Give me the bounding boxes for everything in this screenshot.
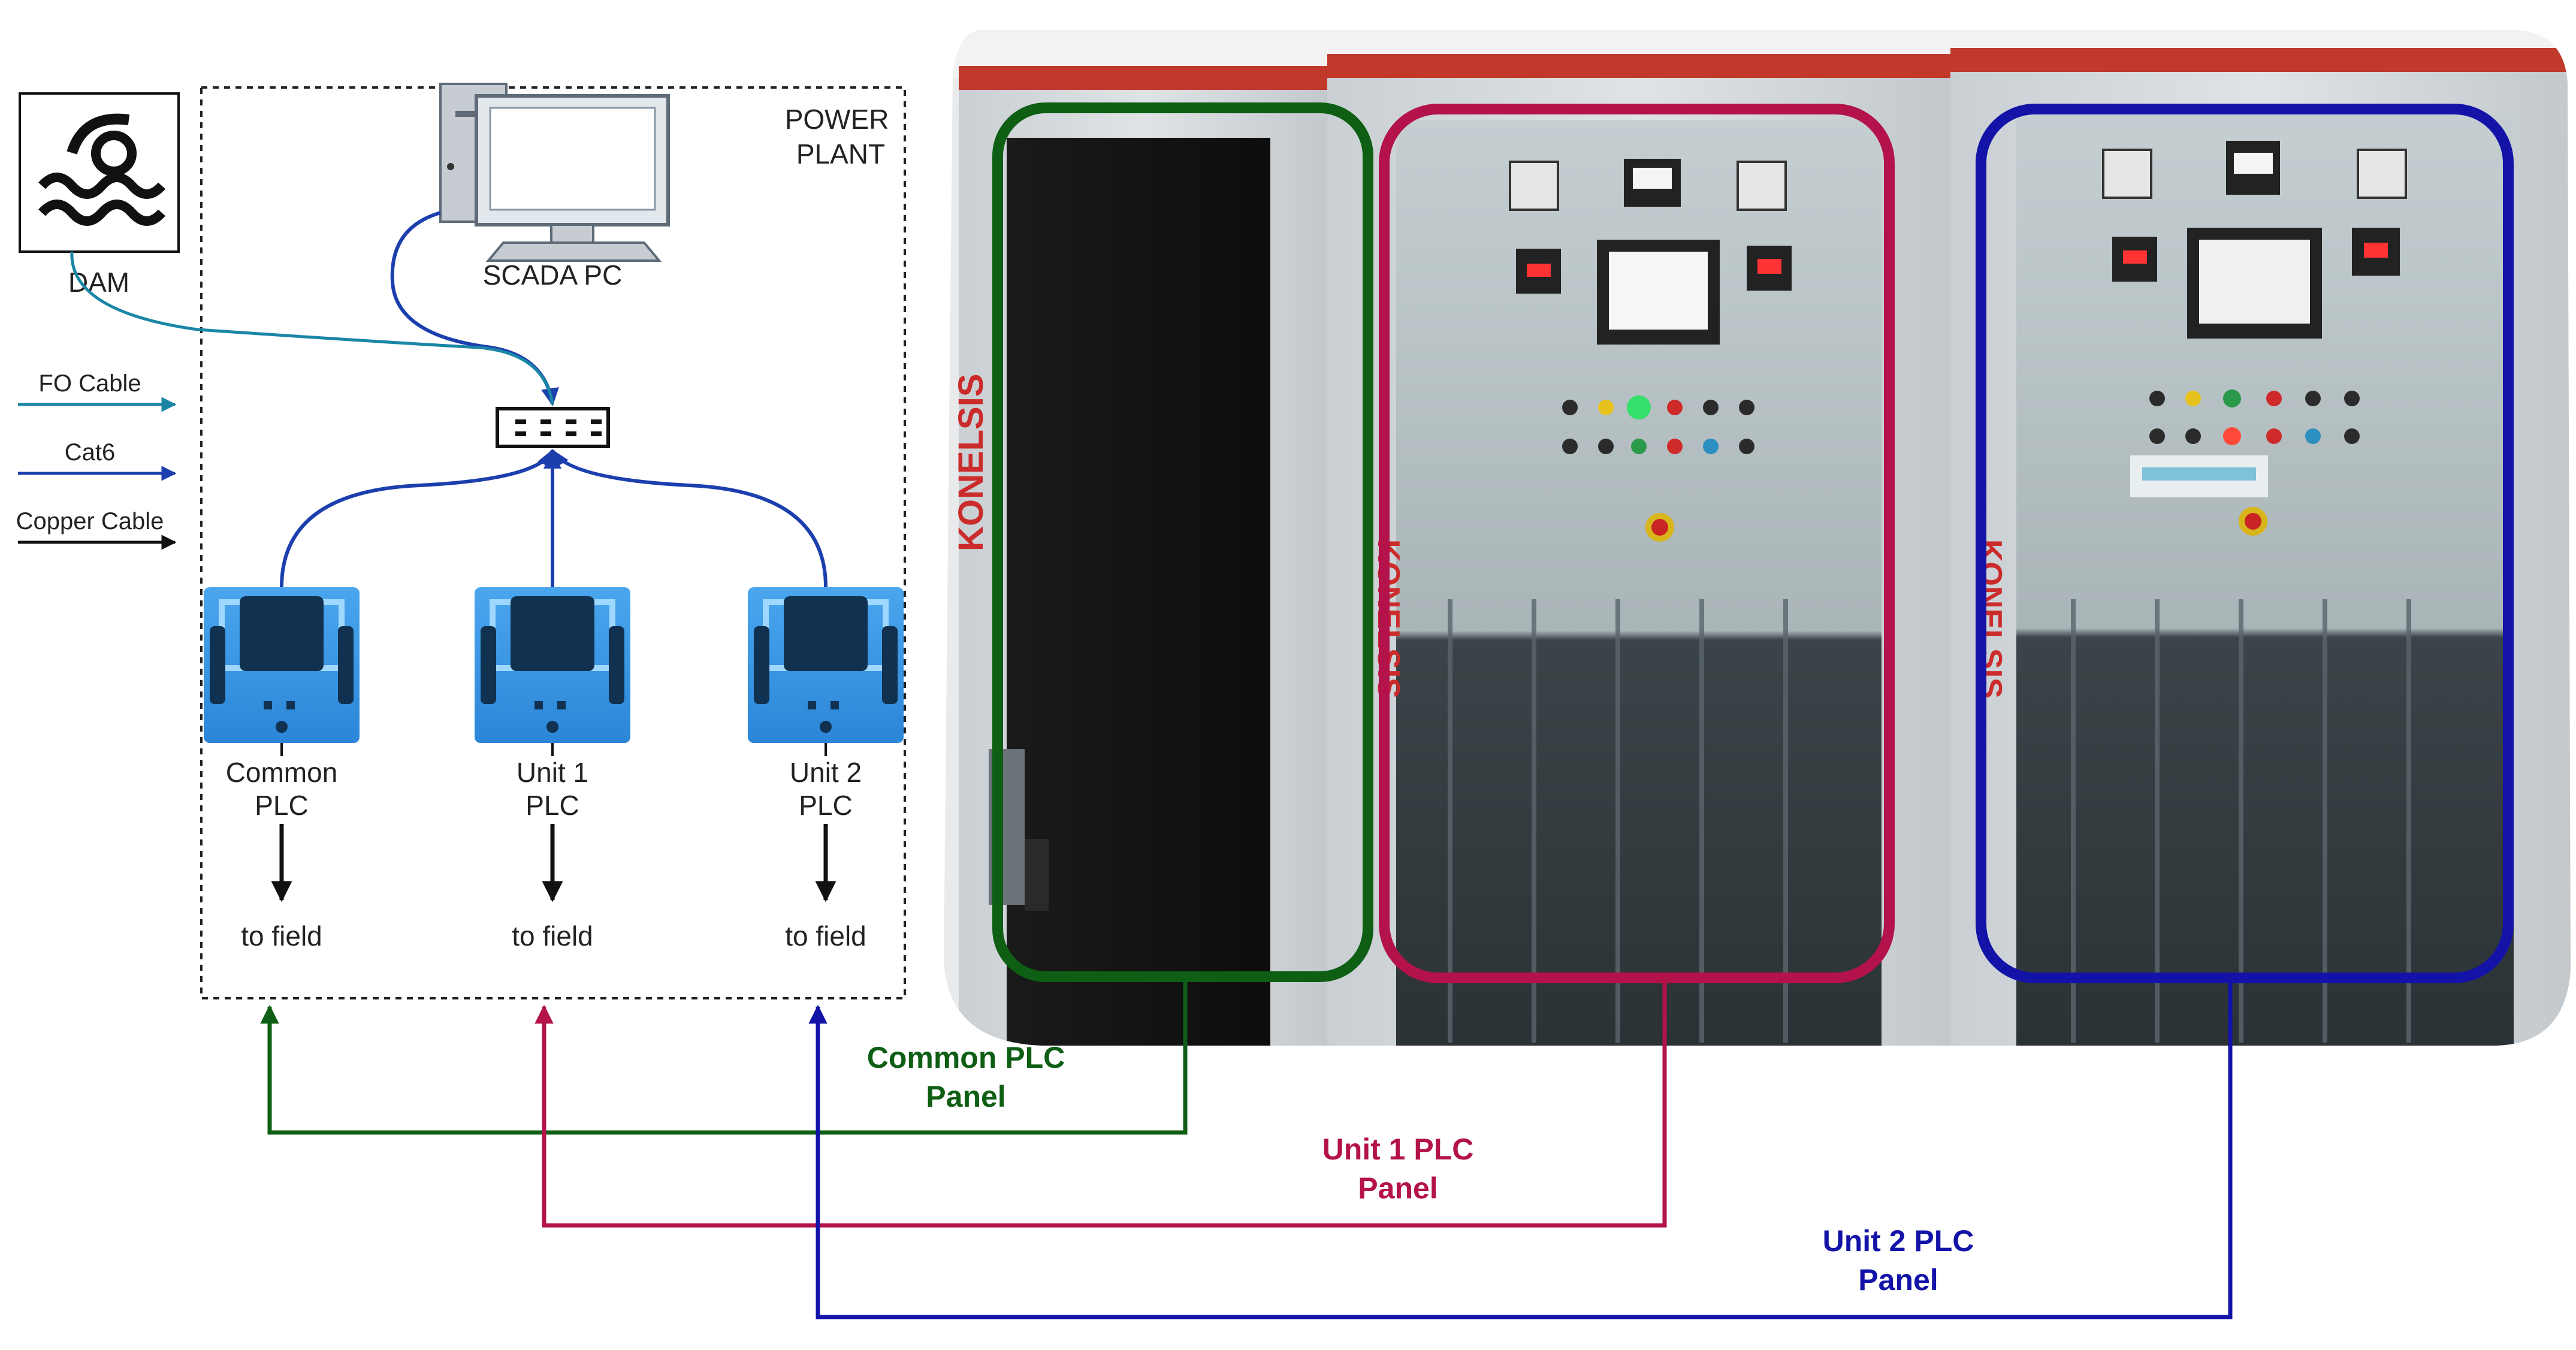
common-panel-outline [992,102,1373,982]
dam-icon [19,92,180,253]
wiring-rails [1448,599,2411,1043]
legend-item: Copper Cable [16,508,177,550]
common-plc-link [280,449,554,588]
plc-icon [204,587,360,756]
boundary-label: POWER PLANT [785,104,897,170]
unit2-panel-outline [1976,104,2514,983]
dam-label: DAM [68,267,129,298]
to-field-label: to field [512,920,593,952]
common-panel-route [260,974,1188,1135]
plc-icon [475,587,630,756]
legend-item: Cat6 [18,439,177,481]
unit2-plc-link [551,449,828,588]
scada-pc-label: SCADA PC [483,259,623,291]
unit2-panel-route [808,977,2233,1319]
legend-label: FO Cable [38,370,141,397]
scada-pc-icon [439,83,670,262]
dam-fo-link [70,251,554,405]
plc-icon [748,587,904,756]
legend-label: Copper Cable [16,508,164,534]
legend-item: FO Cable [18,370,177,412]
unit1-panel-route [534,977,1667,1228]
unit1-panel-outline [1379,104,1895,983]
cabinet-brand-text: KONELSIS [952,374,990,552]
unit1-instruments [1509,159,1792,542]
cabinet-photo: KONELSIS KONELSIS KONELSIS [944,30,2571,1046]
network-switch-icon [496,407,610,448]
legend-label: Cat6 [65,439,116,466]
to-field-label: to field [785,920,866,952]
to-field-label: to field [241,920,322,952]
unit2-instruments [2102,141,2407,536]
